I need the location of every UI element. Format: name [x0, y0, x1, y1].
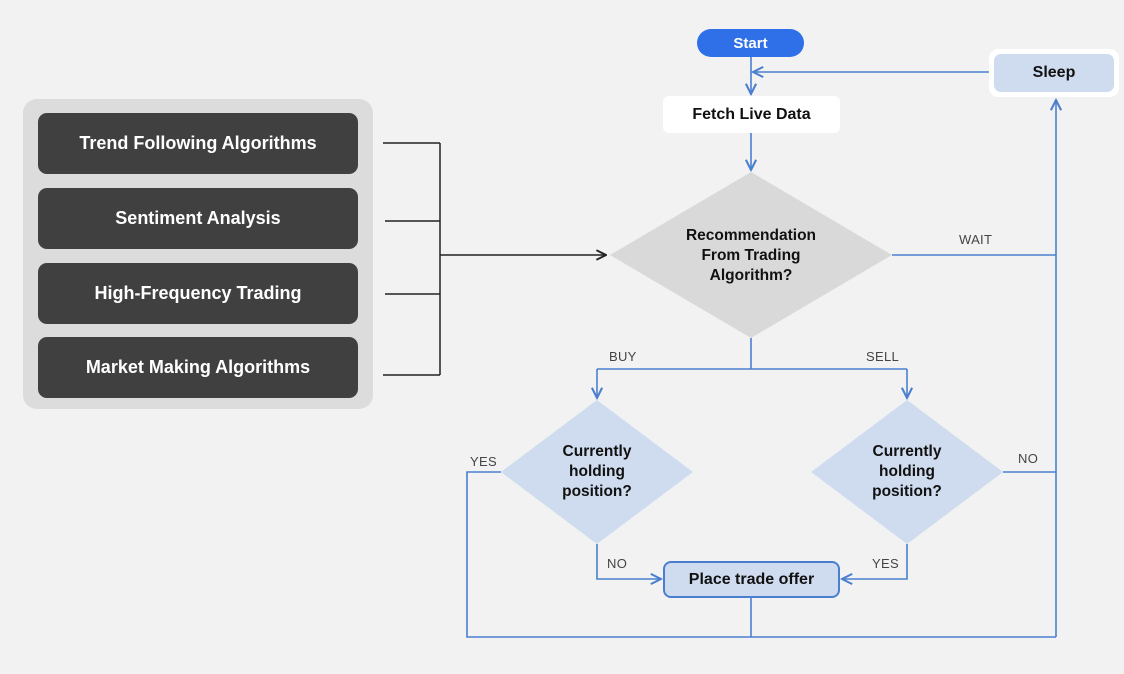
sell-label: SELL [866, 349, 900, 364]
trade-label: Place trade offer [688, 570, 815, 588]
sleep-node[interactable]: Sleep [994, 54, 1114, 92]
buy-no-arrow [596, 544, 661, 579]
fetch-live-data-node[interactable]: Fetch Live Data [663, 96, 840, 133]
sell-holding-diamond [811, 400, 1003, 544]
buy-holding-text: Currently holding position? [537, 441, 657, 503]
algo-sentiment-analysis[interactable]: Sentiment Analysis [38, 188, 358, 249]
start-node[interactable]: Start [697, 29, 804, 57]
fetch-label: Fetch Live Data [692, 105, 811, 123]
algo-high-frequency-trading[interactable]: High-Frequency Trading [38, 263, 358, 324]
buy-holding-line-3: position? [562, 483, 632, 500]
algo-trend-following[interactable]: Trend Following Algorithms [38, 113, 358, 174]
buy-no-label: NO [607, 556, 628, 571]
start-label: Start [733, 34, 768, 52]
sleep-label: Sleep [1032, 64, 1076, 81]
sell-holding-line-2: holding [879, 463, 935, 480]
buy-label: BUY [609, 349, 637, 364]
buy-holding-line-1: Currently [562, 443, 632, 460]
sell-yes-arrow [842, 544, 908, 579]
recommendation-line-2: From Trading [701, 247, 801, 264]
algo-label: Sentiment Analysis [115, 208, 281, 228]
recommendation-line-3: Algorithm? [709, 267, 793, 284]
buy-holding-diamond [501, 400, 693, 544]
algo-market-making[interactable]: Market Making Algorithms [38, 337, 358, 398]
recommendation-line-1: Recommendation [685, 227, 817, 244]
sell-no-label: NO [1018, 451, 1039, 466]
sell-holding-line-3: position? [872, 483, 942, 500]
sell-yes-label: YES [872, 556, 899, 571]
algo-label: Trend Following Algorithms [79, 133, 317, 153]
place-trade-offer-node[interactable]: Place trade offer [663, 561, 840, 598]
recommendation-text: Recommendation From Trading Algorithm? [651, 225, 851, 287]
buy-yes-label: YES [470, 454, 497, 469]
algo-label: High-Frequency Trading [94, 283, 302, 303]
sell-holding-line-1: Currently [872, 443, 942, 460]
sell-holding-text: Currently holding position? [847, 441, 967, 503]
buy-holding-line-2: holding [569, 463, 625, 480]
wait-label: WAIT [959, 232, 993, 247]
buy-yes-loop-line [466, 471, 1056, 638]
algo-label: Market Making Algorithms [85, 357, 311, 377]
algorithm-panel: Trend Following Algorithms Sentiment Ana… [23, 99, 373, 409]
recommendation-diamond [610, 172, 892, 338]
algorithm-bracket [383, 142, 606, 376]
